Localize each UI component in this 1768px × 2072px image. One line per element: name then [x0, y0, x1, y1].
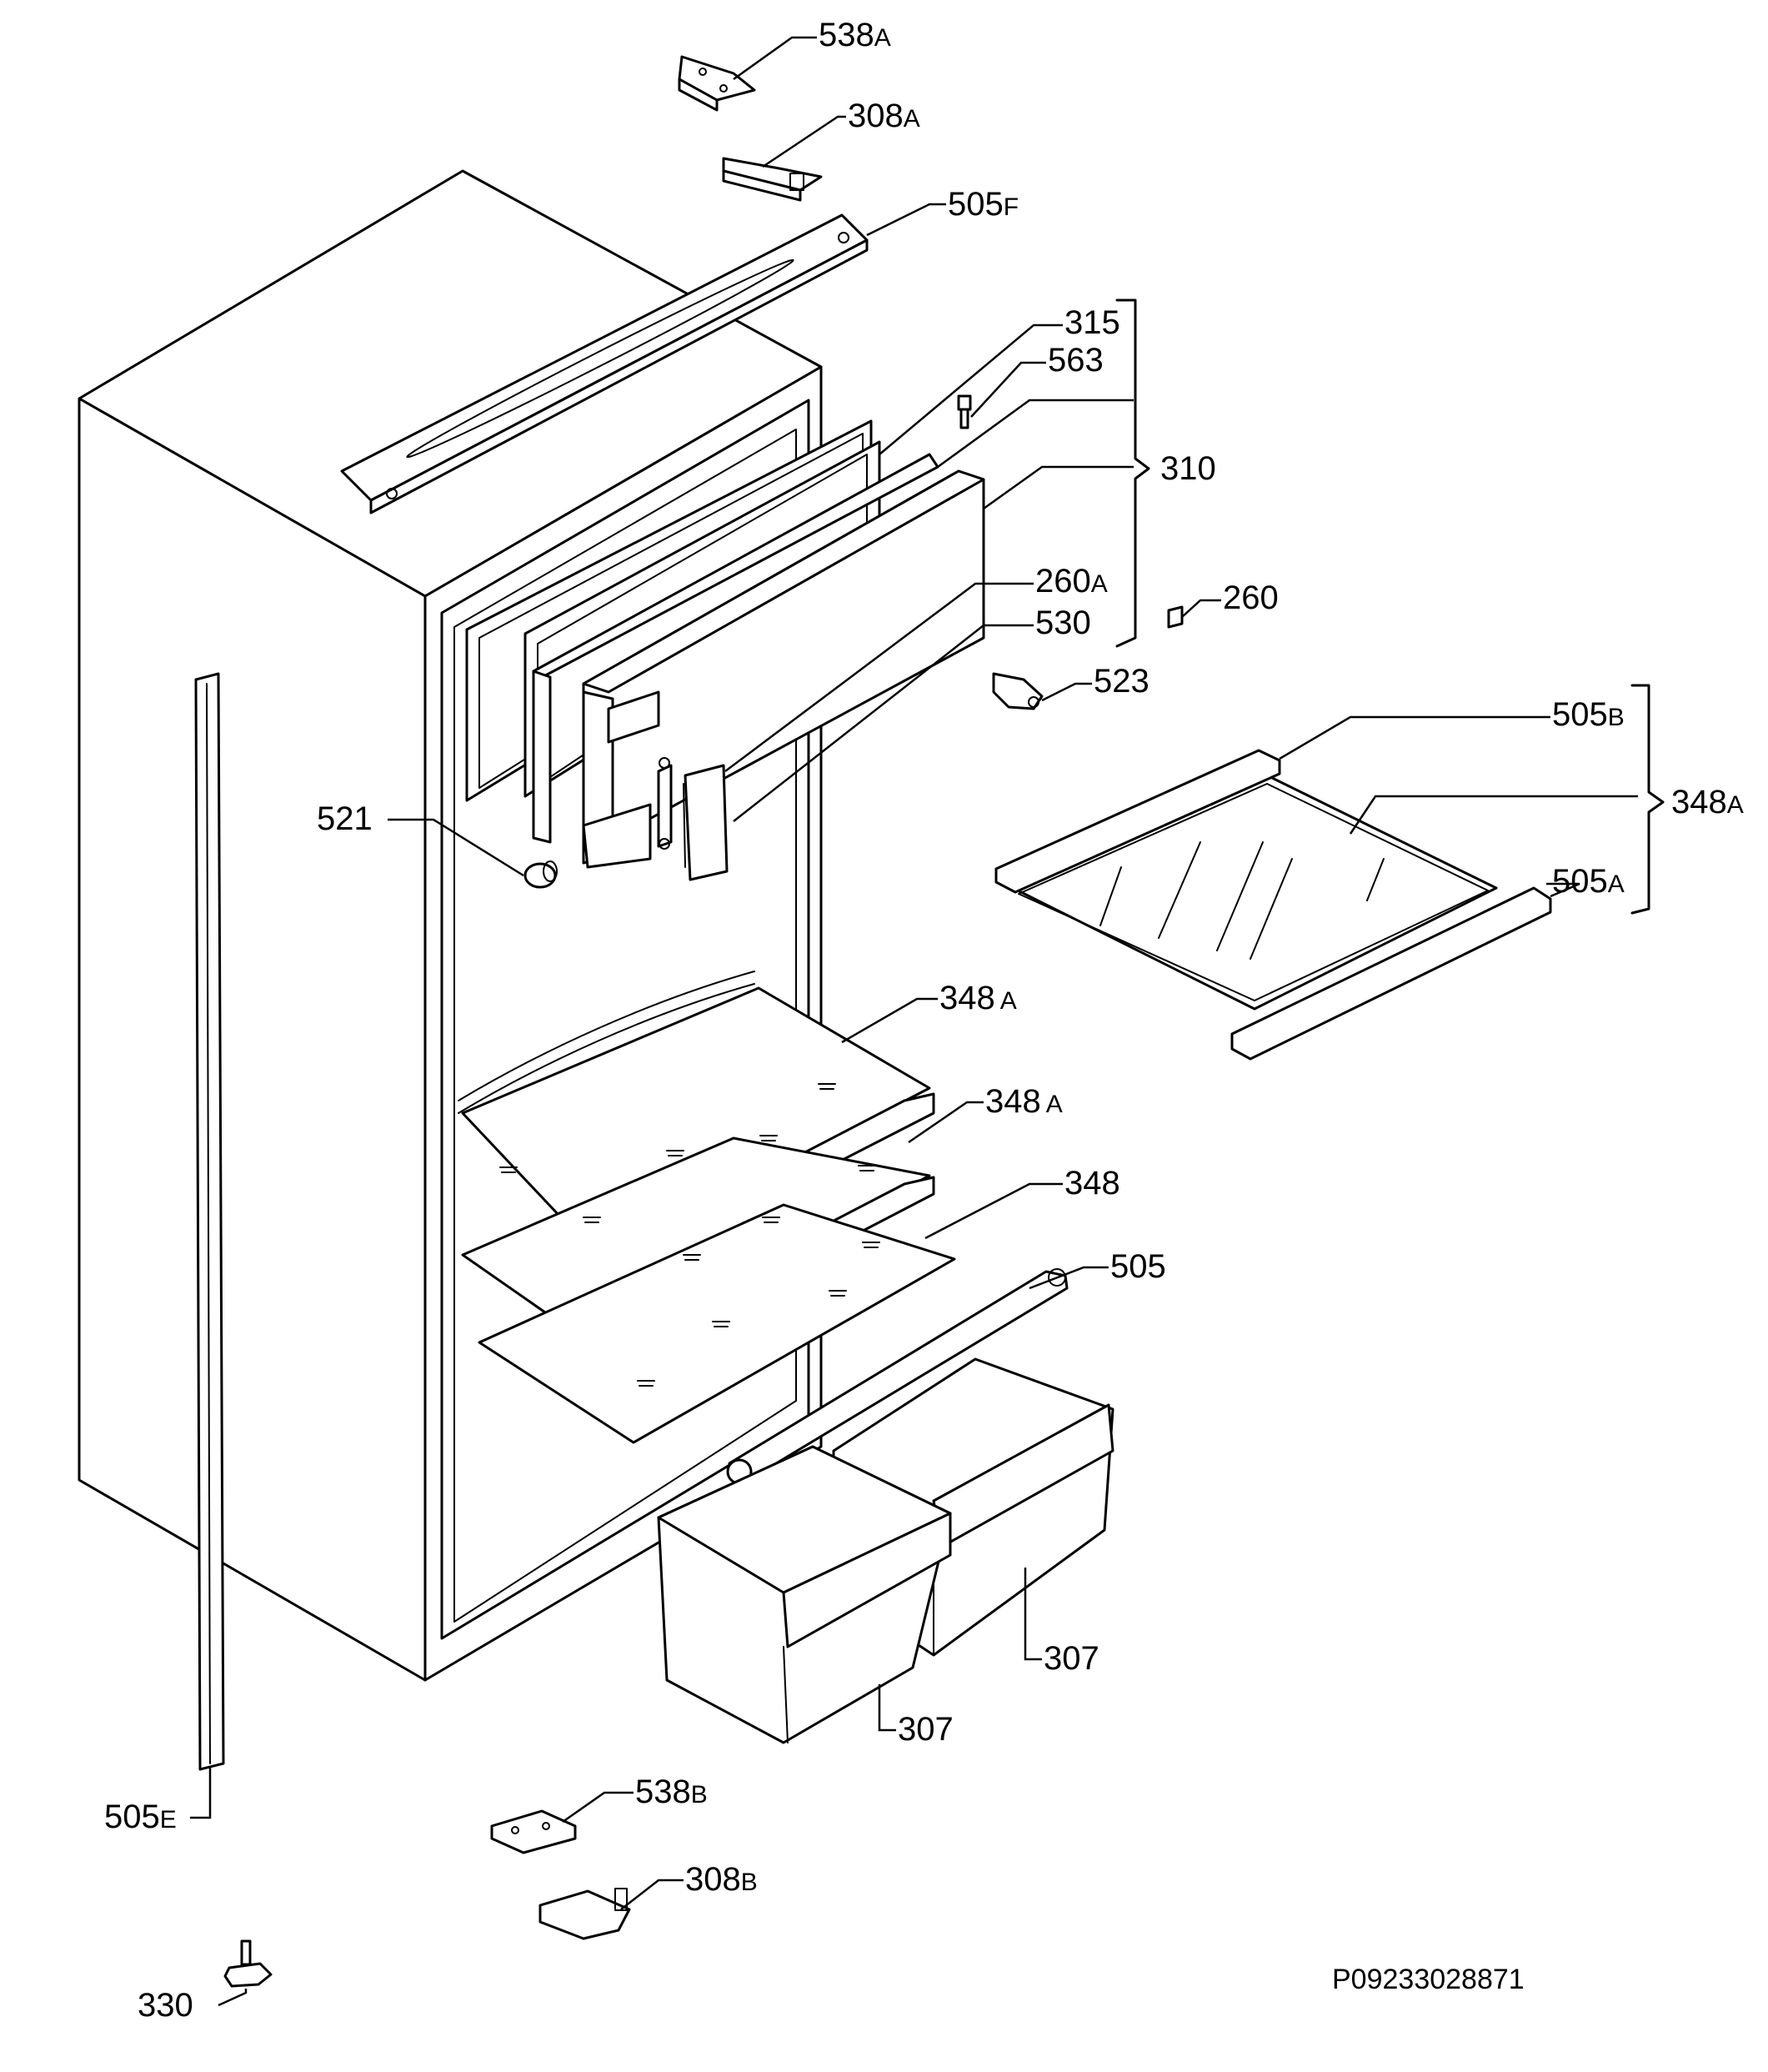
- button-521: [523, 860, 558, 889]
- label-260: 260: [1223, 579, 1279, 616]
- label-505b: 505B: [1552, 696, 1625, 733]
- hinge-538b: [490, 1809, 577, 1854]
- top-rail-505f: [340, 213, 869, 514]
- brace-348a: [1630, 684, 1665, 915]
- label-308b: 308B: [685, 1861, 758, 1898]
- label-348a-right: 348A: [1671, 784, 1744, 820]
- label-260a: 260A: [1035, 563, 1108, 600]
- label-530: 530: [1035, 605, 1091, 641]
- label-523: 523: [1094, 663, 1149, 700]
- hinge-538a: [678, 55, 756, 112]
- adjustable-foot-330: [223, 1939, 273, 1988]
- brace-310: [1115, 299, 1150, 648]
- hinge-308a: [722, 157, 823, 202]
- label-330: 330: [138, 1987, 193, 2024]
- label-348: 348: [1064, 1165, 1120, 1202]
- leader-lines: [190, 36, 1638, 2007]
- label-521: 521: [317, 800, 373, 837]
- drawing-code: P09233028871: [1332, 1964, 1525, 1995]
- label-538a: 538A: [819, 17, 891, 53]
- door-trim-505e: [194, 672, 225, 1771]
- label-307-left: 307: [898, 1711, 954, 1748]
- label-315: 315: [1064, 304, 1120, 341]
- hinge-308b: [538, 1888, 631, 1940]
- label-563: 563: [1048, 342, 1104, 379]
- cabinet-body: [78, 169, 823, 1682]
- crisper-rail-505: [726, 1268, 1069, 1485]
- label-505f: 505F: [948, 186, 1019, 223]
- label-308a: 308A: [848, 98, 920, 134]
- label-538b: 538B: [635, 1773, 708, 1810]
- glass-shelf-exploded: [994, 749, 1552, 1061]
- label-307-right: 307: [1044, 1640, 1099, 1677]
- clip-260: [1167, 605, 1184, 629]
- door-handle-260a: [657, 757, 729, 881]
- shelf-marks: [499, 1083, 880, 1387]
- label-310: 310: [1160, 450, 1216, 487]
- shelf-348: [478, 1203, 956, 1444]
- label-505a: 505A: [1552, 863, 1625, 900]
- part-labels: 538A 308A 505F 315 563 310 260A 530 260 …: [104, 17, 1744, 2024]
- lamp-cover-523: [992, 672, 1044, 710]
- label-505: 505: [1110, 1248, 1166, 1285]
- label-505e: 505E: [104, 1799, 177, 1835]
- crisper-drawer-left: [657, 1445, 952, 1744]
- freezer-door-530: [582, 469, 985, 869]
- screw-563: [957, 394, 972, 429]
